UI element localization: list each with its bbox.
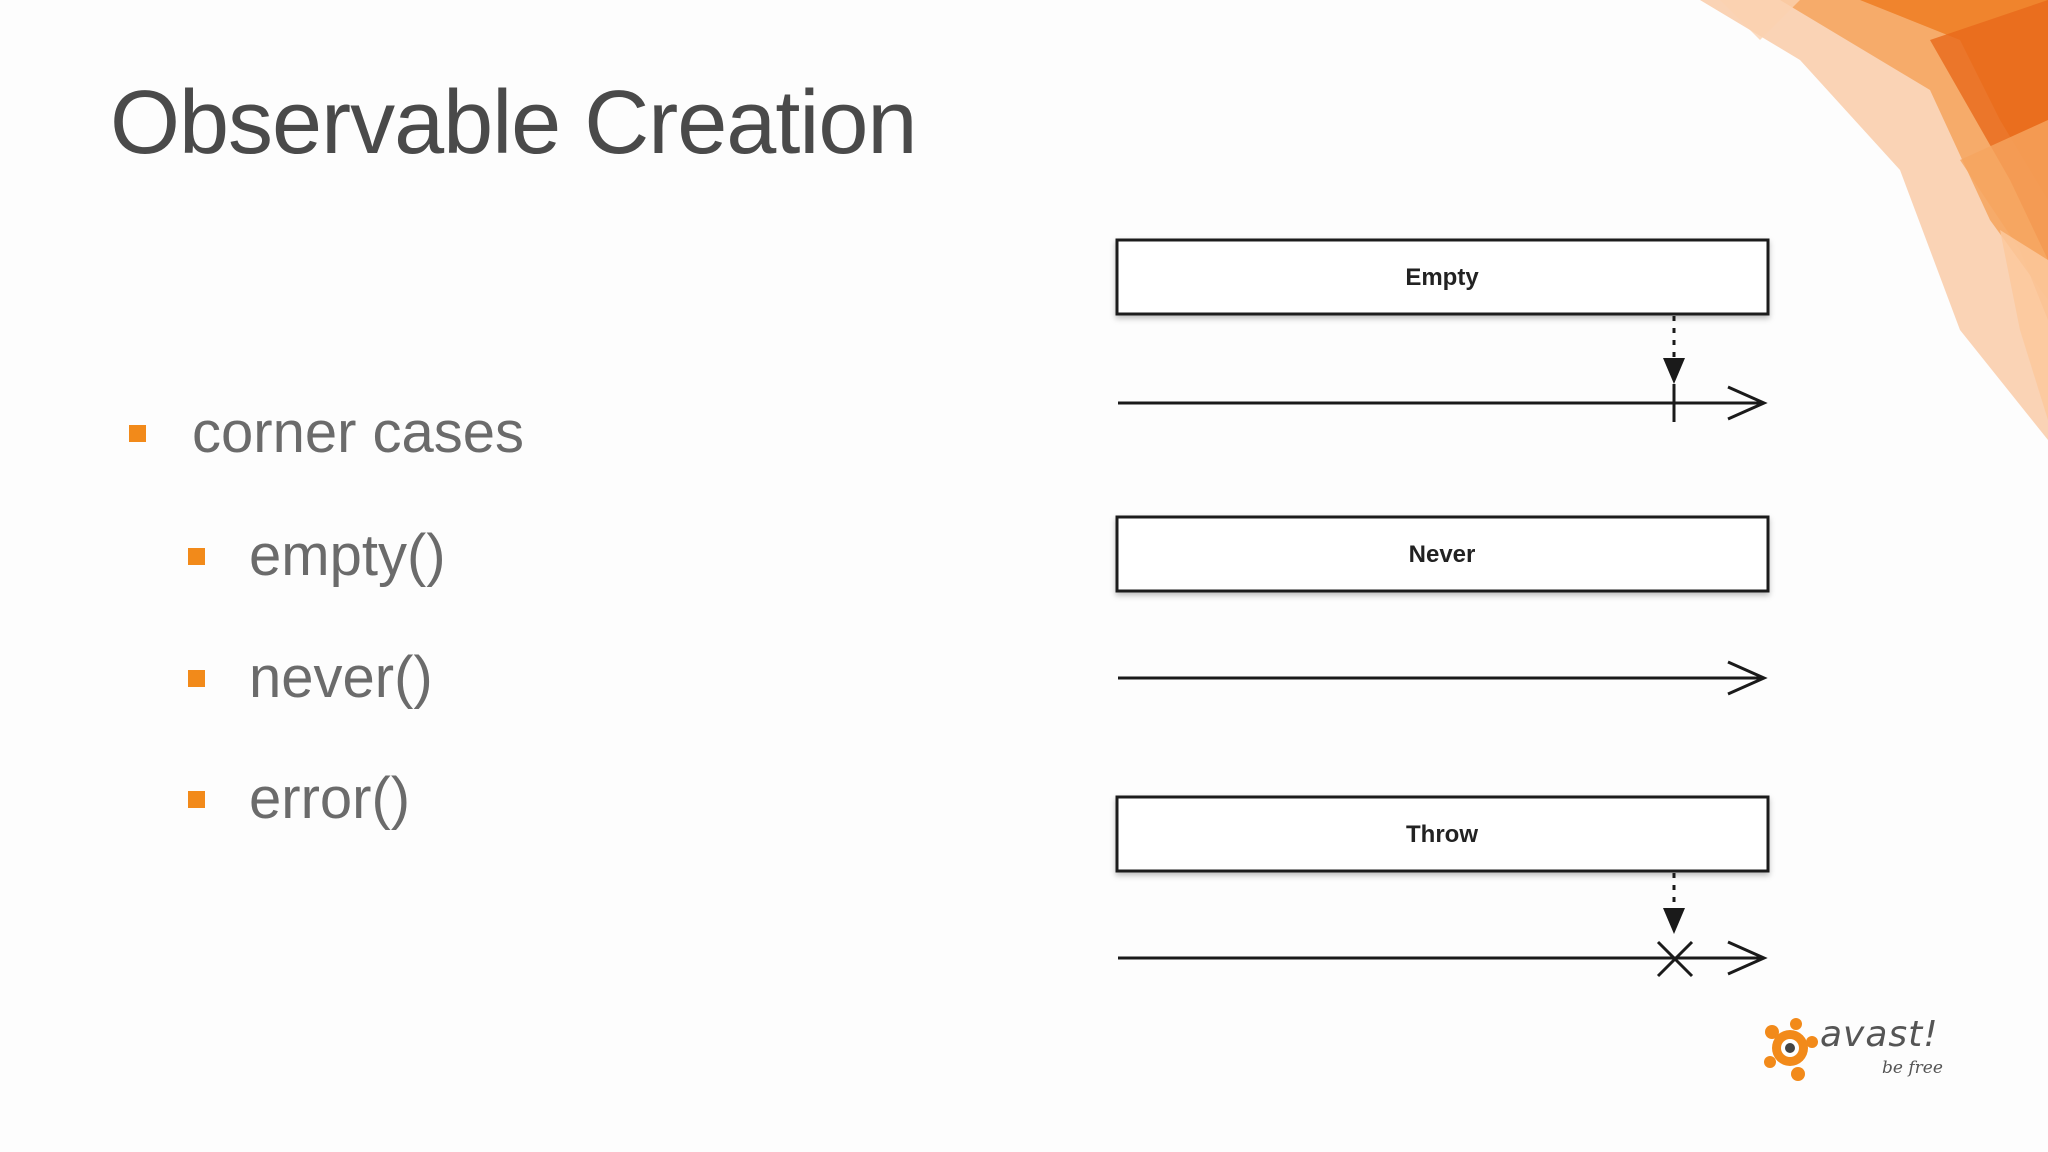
- error-x-icon: [1656, 940, 1694, 978]
- timeline-arrow-icon: [1727, 385, 1768, 421]
- bullet-marker-icon: [188, 669, 205, 687]
- bullet-text: error(): [249, 766, 411, 831]
- down-arrow-icon: [1663, 908, 1685, 934]
- bullet-marker-icon: [188, 790, 205, 808]
- avast-ball-icon: [1764, 1018, 1818, 1081]
- bullet-text: never(): [249, 645, 433, 710]
- operator-label: Empty: [1405, 264, 1479, 291]
- bullet-error: error(): [188, 770, 410, 828]
- slide-title: Observable Creation: [110, 73, 917, 173]
- timeline-arrow-icon: [1727, 660, 1768, 696]
- bullet-text: empty(): [249, 523, 446, 588]
- operator-box: [1115, 795, 1770, 873]
- bullet-marker-icon: [129, 424, 146, 442]
- diagram-throw: Throw: [1115, 795, 1770, 978]
- diagram-empty: Empty: [1115, 238, 1770, 422]
- operator-label: Never: [1409, 541, 1476, 568]
- avast-logo: avast! be free: [1762, 1014, 1952, 1084]
- diagram-never: Never: [1115, 515, 1770, 696]
- bullet-corner-cases: corner cases: [129, 404, 524, 462]
- timeline-arrow-icon: [1727, 940, 1768, 976]
- bullet-marker-icon: [188, 547, 205, 565]
- logo-wordmark: avast!: [1820, 1014, 1939, 1055]
- down-arrow-icon: [1663, 358, 1685, 384]
- operator-label: Throw: [1406, 821, 1478, 848]
- bullet-empty: empty(): [188, 527, 446, 585]
- bullet-text: corner cases: [192, 400, 525, 465]
- logo-tagline: be free: [1882, 1058, 1943, 1078]
- operator-box: [1115, 238, 1770, 316]
- bullet-never: never(): [188, 649, 433, 707]
- operator-box: [1115, 515, 1770, 593]
